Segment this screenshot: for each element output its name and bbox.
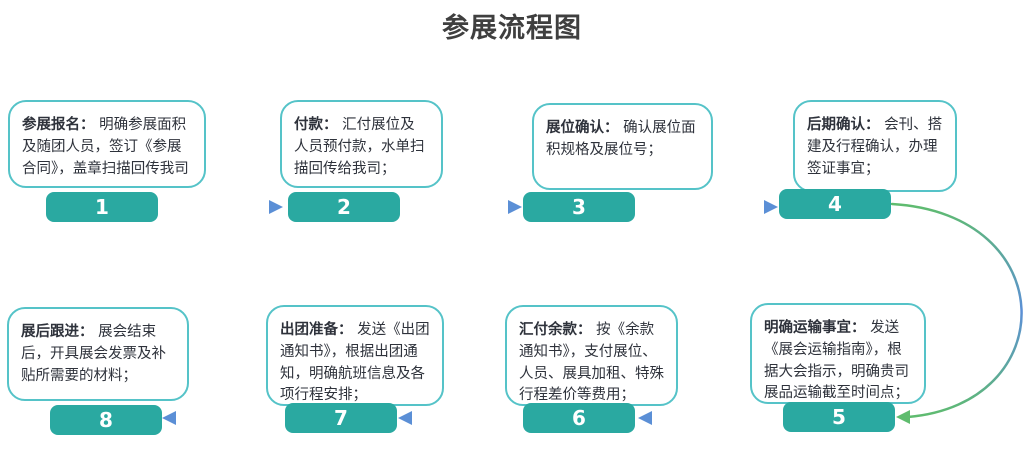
- step-5-title: 明确运输事宜：: [764, 320, 866, 336]
- step-3-number-badge: 3: [523, 192, 635, 222]
- step-8-title: 展后跟进：: [21, 324, 94, 340]
- step-7-title: 出团准备：: [280, 322, 353, 338]
- step-1-number-badge: 1: [46, 192, 158, 222]
- step-6-number: 6: [572, 406, 586, 430]
- step-5-box: 明确运输事宜： 发送《展会运输指南》，根据大会指示，明确贵司展品运输截至时间点；: [750, 303, 926, 404]
- step-1-number: 1: [95, 195, 109, 219]
- arrow-step2-to-step3: [401, 200, 522, 214]
- step-1-box: 参展报名： 明确参展面积及随团人员，签订《参展合同》，盖章扫描回传我司: [8, 100, 206, 188]
- arrow-step3-to-step4: [636, 200, 778, 214]
- arrow-step6-to-step7: [398, 411, 523, 425]
- arrow-step5-to-step6: [638, 411, 783, 425]
- step-8-box: 展后跟进： 展会结束后，开具展会发票及补贴所需要的材料；: [7, 307, 189, 401]
- step-3-box: 展位确认： 确认展位面积规格及展位号；: [532, 103, 713, 190]
- step-1-title: 参展报名：: [22, 117, 95, 133]
- step-5-number: 5: [832, 405, 846, 429]
- step-4-number: 4: [828, 192, 842, 216]
- step-1-desc: 明确参展面积及随团人员，签订《参展合同》，盖章扫描回传我司: [22, 117, 189, 177]
- step-4-box: 后期确认： 会刊、搭建及行程确认，办理签证事宜；: [793, 100, 957, 192]
- arrow-step7-to-step8: [162, 411, 285, 425]
- step-2-number: 2: [337, 195, 351, 219]
- step-2-desc: 汇付展位及人员预付款，水单扫描回传给我司；: [294, 117, 425, 177]
- step-6-box: 汇付余款： 按《余款通知书》，支付展位、人员、展具加租、特殊行程差价等费用；: [505, 305, 678, 406]
- step-4-title: 后期确认：: [807, 117, 880, 133]
- step-7-box: 出团准备： 发送《出团通知书》，根据出团通知，明确航班信息及各项行程安排；: [266, 305, 444, 406]
- step-2-title: 付款：: [294, 117, 338, 133]
- step-8-number-badge: 8: [50, 405, 162, 435]
- step-2-number-badge: 2: [288, 192, 400, 222]
- step-5-number-badge: 5: [783, 402, 895, 432]
- step-3-desc: 确认展位面积规格及展位号；: [546, 120, 696, 158]
- step-7-number: 7: [334, 406, 348, 430]
- step-3-number: 3: [572, 195, 586, 219]
- step-4-number-badge: 4: [779, 189, 891, 219]
- step-7-number-badge: 7: [285, 403, 397, 433]
- step-2-box: 付款： 汇付展位及人员预付款，水单扫描回传给我司；: [280, 100, 443, 188]
- step-8-desc: 展会结束后，开具展会发票及补贴所需要的材料；: [21, 324, 166, 384]
- step-8-number: 8: [99, 408, 113, 432]
- step-5-desc: 发送《展会运输指南》，根据大会指示，明确贵司展品运输截至时间点；: [764, 320, 909, 402]
- step-7-desc: 发送《出团通知书》，根据出团通知，明确航班信息及各项行程安排；: [280, 322, 430, 404]
- step-6-desc: 按《余款通知书》，支付展位、人员、展具加租、特殊行程差价等费用；: [519, 322, 664, 404]
- step-6-title: 汇付余款：: [519, 322, 592, 338]
- page-title: 参展流程图: [442, 13, 582, 44]
- arrow-step1-to-step2: [159, 200, 283, 214]
- step-3-title: 展位确认：: [546, 120, 619, 136]
- curve-step4-to-step5: [890, 202, 1023, 424]
- step-6-number-badge: 6: [523, 403, 635, 433]
- step-4-desc: 会刊、搭建及行程确认，办理签证事宜；: [807, 117, 943, 177]
